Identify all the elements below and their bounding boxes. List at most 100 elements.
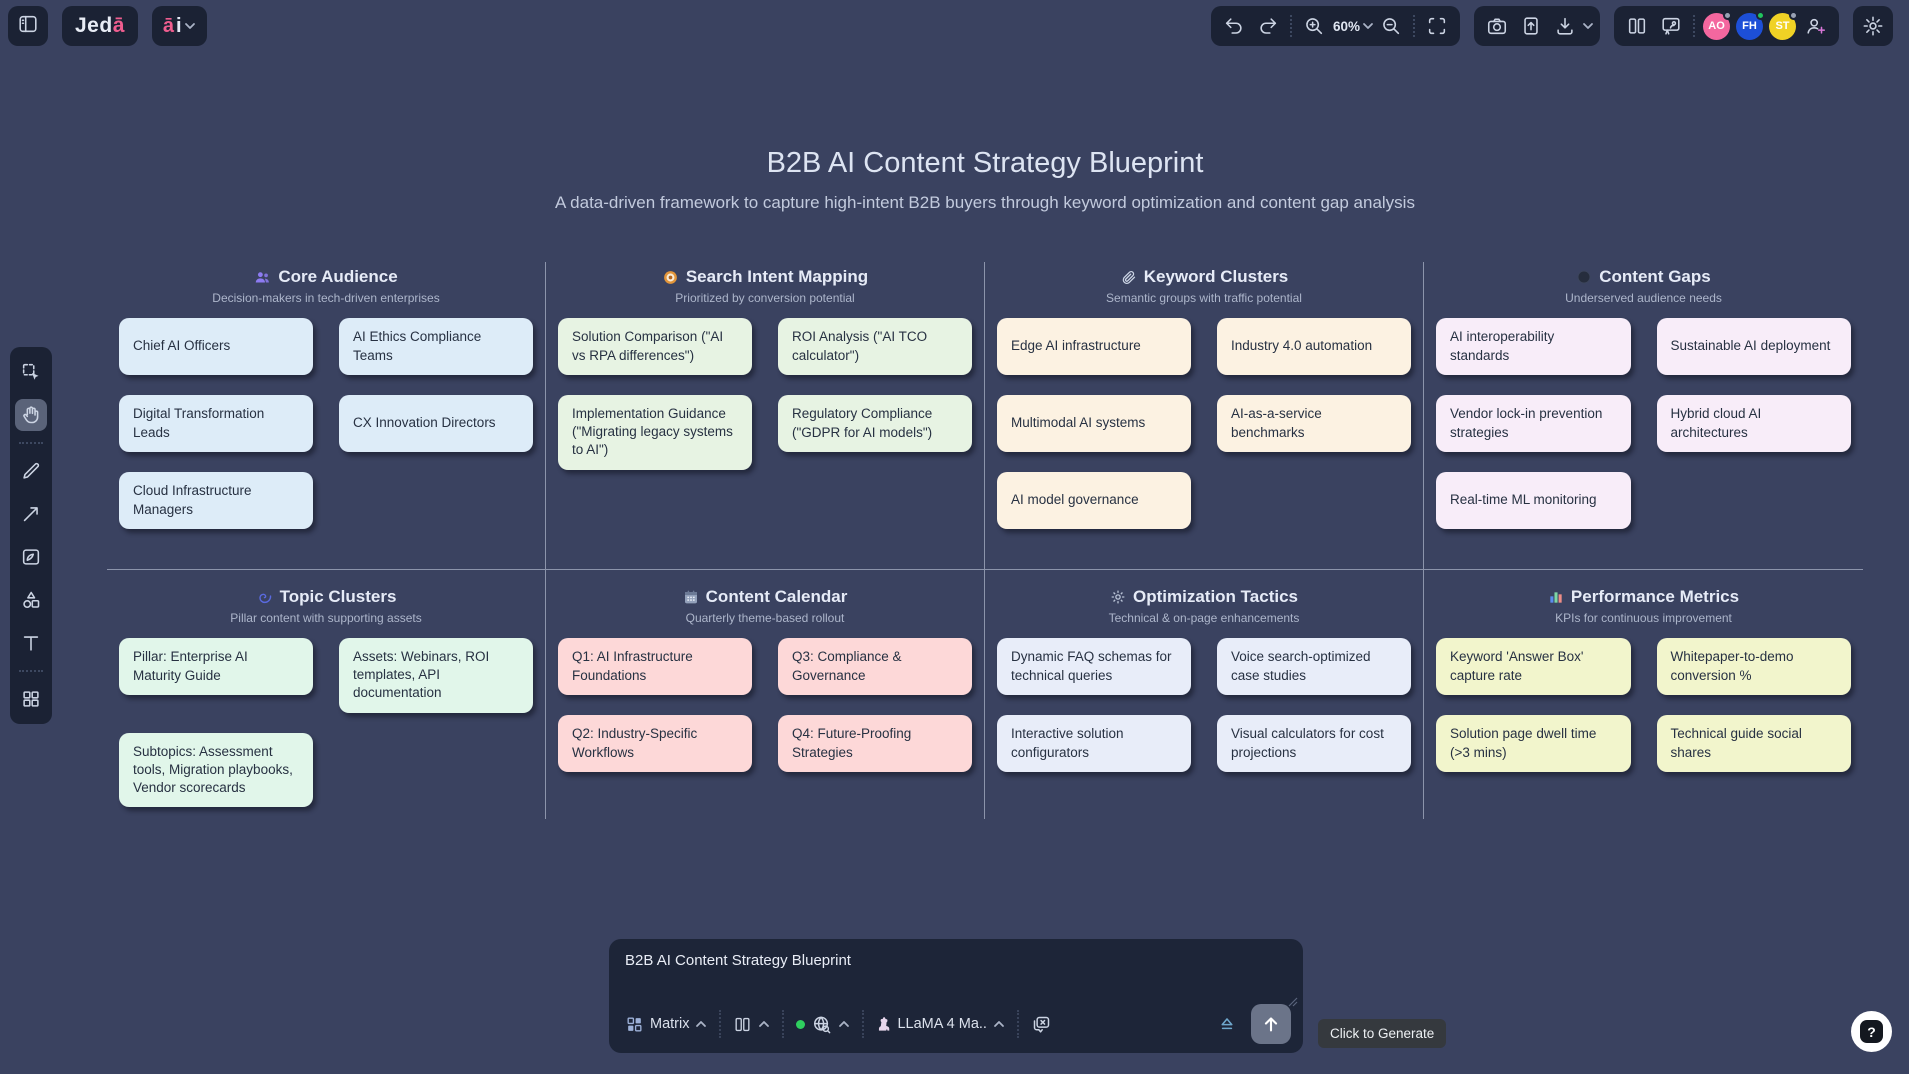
divider	[1693, 15, 1695, 37]
generate-button[interactable]	[1251, 1004, 1291, 1044]
card[interactable]: Keyword 'Answer Box' capture rate	[1436, 638, 1631, 695]
card[interactable]: Hybrid cloud AI architectures	[1656, 395, 1851, 452]
card[interactable]: Chief AI Officers	[119, 318, 313, 375]
card[interactable]: Interactive solution configurators	[997, 715, 1191, 772]
card[interactable]: Voice search-optimized case studies	[1217, 638, 1411, 695]
zoom-in-icon	[1306, 18, 1323, 35]
web-access-selector[interactable]	[796, 1014, 850, 1035]
card[interactable]: Technical guide social shares	[1656, 715, 1851, 772]
prompt-input[interactable]	[625, 952, 1265, 969]
shapes-tool[interactable]	[15, 584, 47, 616]
select-tool[interactable]	[15, 356, 47, 388]
sidebar-toggle-button[interactable]	[8, 6, 48, 46]
card[interactable]: Q1: AI Infrastructure Foundations	[558, 638, 752, 695]
avatar[interactable]: AO	[1703, 10, 1732, 40]
card[interactable]: ROI Analysis ("AI TCO calculator")	[778, 318, 972, 375]
export-file-button[interactable]	[1514, 9, 1548, 43]
card[interactable]: Dynamic FAQ schemas for technical querie…	[997, 638, 1191, 695]
card[interactable]: Industry 4.0 automation	[1217, 318, 1411, 375]
card[interactable]: Q3: Compliance & Governance	[778, 638, 972, 695]
card[interactable]: Q2: Industry-Specific Workflows	[558, 715, 752, 772]
card[interactable]: AI model governance	[997, 472, 1191, 529]
split-view-button[interactable]	[1620, 9, 1654, 43]
divider	[1016, 1010, 1019, 1038]
section-cards: Chief AI Officers AI Ethics Compliance Te…	[117, 318, 535, 529]
zoom-level[interactable]: 60%	[1332, 18, 1360, 34]
card[interactable]: Multimodal AI systems	[997, 395, 1191, 452]
section-subtitle: Pillar content with supporting assets	[230, 611, 422, 625]
card[interactable]: Pillar: Enterprise AI Maturity Guide	[119, 638, 313, 695]
download-button[interactable]	[1548, 9, 1582, 43]
card[interactable]: Whitepaper-to-demo conversion %	[1656, 638, 1851, 695]
settings-button[interactable]	[1853, 6, 1893, 46]
section-topic-clusters: Topic Clusters Pillar content with suppo…	[107, 570, 546, 819]
composer-actions	[1216, 1004, 1291, 1044]
card[interactable]: AI Ethics Compliance Teams	[339, 318, 533, 375]
ai-badge-a: ā	[162, 14, 174, 37]
section-subtitle: Underserved audience needs	[1565, 291, 1722, 305]
card[interactable]: Subtopics: Assessment tools, Migration p…	[119, 732, 313, 808]
card[interactable]: Implementation Guidance ("Migrating lega…	[558, 395, 752, 470]
card[interactable]: Cloud Infrastructure Managers	[119, 472, 313, 529]
present-button[interactable]	[1654, 9, 1688, 43]
card[interactable]: Solution page dwell time (>3 mins)	[1436, 715, 1631, 772]
card[interactable]: AI-as-a-service benchmarks	[1217, 395, 1411, 452]
help-button[interactable]: ?	[1851, 1011, 1892, 1052]
screenshot-button[interactable]	[1480, 9, 1514, 43]
add-collaborator-button[interactable]	[1799, 9, 1833, 43]
undo-button[interactable]	[1217, 9, 1251, 43]
fit-screen-icon	[1428, 17, 1446, 35]
card[interactable]: AI interoperability standards	[1436, 318, 1631, 375]
pen-tool[interactable]	[15, 455, 47, 487]
layout-selector[interactable]	[733, 1015, 770, 1034]
section-performance-metrics: Performance Metrics KPIs for continuous …	[1424, 570, 1863, 819]
resize-handle[interactable]	[1288, 997, 1298, 1007]
history-zoom-group: 60%	[1210, 6, 1460, 46]
card[interactable]: Solution Comparison ("AI vs RPA differen…	[558, 318, 752, 375]
card[interactable]: Assets: Webinars, ROI templates, API doc…	[339, 638, 533, 713]
templates-tool[interactable]	[15, 683, 47, 715]
card[interactable]: Vendor lock-in prevention strategies	[1436, 395, 1631, 452]
section-title: Optimization Tactics	[1133, 587, 1298, 606]
card[interactable]: CX Innovation Directors	[339, 395, 533, 452]
card[interactable]: Digital Transformation Leads	[119, 395, 313, 452]
card[interactable]: Regulatory Compliance ("GDPR for AI mode…	[778, 395, 972, 452]
arrow-tool[interactable]	[15, 498, 47, 530]
card[interactable]: Sustainable AI deployment	[1656, 318, 1851, 375]
section-header: Topic Clusters	[117, 587, 535, 607]
section-cards: AI interoperability standards Sustainable…	[1434, 318, 1853, 529]
section-optimization-tactics: Optimization Tactics Technical & on-page…	[985, 570, 1424, 819]
chevron-down-icon[interactable]	[1362, 22, 1374, 30]
collapse-eject-icon[interactable]	[1216, 1013, 1238, 1035]
zoom-in-button[interactable]	[1297, 9, 1331, 43]
model-selector[interactable]: LLaMA 4 Ma..	[876, 1016, 1004, 1033]
logo-text: Jed	[75, 14, 113, 37]
section-header: Performance Metrics	[1434, 587, 1853, 607]
card[interactable]: Visual calculators for cost projections	[1217, 715, 1411, 772]
page-subtitle[interactable]: A data-driven framework to capture high-…	[555, 193, 1415, 212]
fit-screen-button[interactable]	[1420, 9, 1454, 43]
redo-button[interactable]	[1251, 9, 1285, 43]
hand-tool[interactable]	[15, 399, 47, 431]
target-icon	[662, 269, 679, 286]
zoom-out-button[interactable]	[1374, 9, 1408, 43]
add-collaborator-icon	[1807, 18, 1826, 34]
card[interactable]: Edge AI infrastructure	[997, 318, 1191, 375]
clear-chat-button[interactable]	[1031, 1014, 1052, 1035]
image-tool[interactable]	[15, 541, 47, 573]
settings-gear-icon	[1863, 16, 1883, 36]
card[interactable]: Q4: Future-Proofing Strategies	[778, 715, 972, 772]
template-selector[interactable]: Matrix	[625, 1015, 707, 1034]
avatar[interactable]: FH	[1736, 10, 1765, 40]
card[interactable]: Real-time ML monitoring	[1436, 472, 1631, 529]
chevron-down-icon[interactable]	[1582, 22, 1594, 30]
avatar[interactable]: ST	[1769, 10, 1798, 40]
section-cards: Pillar: Enterprise AI Maturity Guide Asse…	[117, 638, 535, 808]
page-title[interactable]: B2B AI Content Strategy Blueprint	[766, 147, 1204, 179]
download-icon	[1557, 17, 1573, 35]
text-tool[interactable]	[15, 627, 47, 659]
redo-icon	[1260, 18, 1277, 34]
